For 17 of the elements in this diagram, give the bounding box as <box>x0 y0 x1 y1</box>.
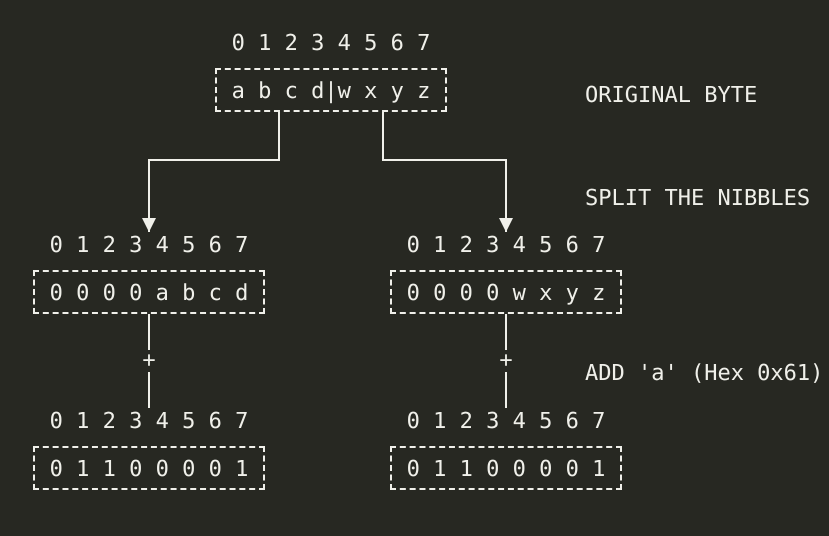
edge-label: + <box>140 350 158 372</box>
annotation-text: ORIGINAL BYTE <box>585 82 758 110</box>
byte-box: 0 0 0 0 w x y z <box>390 270 622 314</box>
byte-box: 0 1 1 0 0 0 0 1 <box>33 446 265 490</box>
bit-index-row: 0 1 2 3 4 5 6 7 <box>231 30 431 58</box>
byte-box: a b c d|w x y z <box>215 68 447 112</box>
bit-index-row: 0 1 2 3 4 5 6 7 <box>406 232 606 260</box>
byte-box: 0 0 0 0 a b c d <box>33 270 265 314</box>
annotation-text: ADD 'a' (Hex 0x61) <box>585 360 824 388</box>
arrow <box>142 112 280 232</box>
edge-label: + <box>497 350 515 372</box>
bit-index-row: 0 1 2 3 4 5 6 7 <box>406 408 606 436</box>
byte-box: 0 1 1 0 0 0 0 1 <box>390 446 622 490</box>
annotation-text: SPLIT THE NIBBLES <box>585 185 810 213</box>
arrow <box>382 112 513 232</box>
bit-index-row: 0 1 2 3 4 5 6 7 <box>49 408 249 436</box>
bit-index-row: 0 1 2 3 4 5 6 7 <box>49 232 249 260</box>
